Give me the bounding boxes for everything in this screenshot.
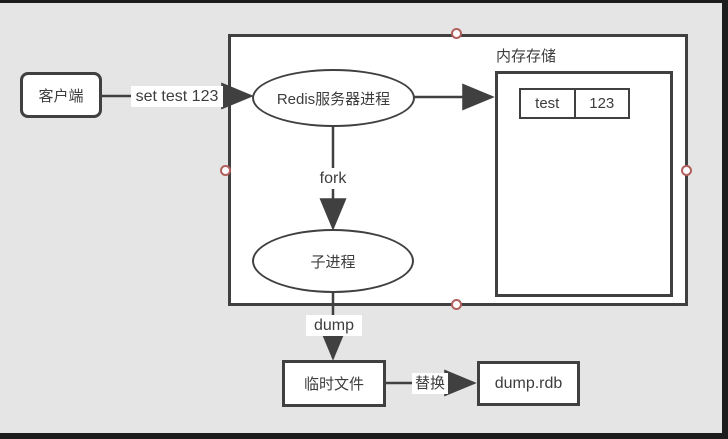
- kv-value-cell: 123: [589, 95, 615, 112]
- node-redis-process[interactable]: Redis服务器进程: [252, 69, 415, 127]
- screen-edge-top: [0, 0, 728, 3]
- screen-edge-right: [722, 0, 728, 439]
- node-client[interactable]: 客户端: [20, 72, 102, 118]
- screen-edge-bottom: [0, 433, 728, 439]
- node-rdb-file-label: dump.rdb: [494, 374, 563, 392]
- kv-key-cell: test: [521, 90, 576, 117]
- node-client-label: 客户端: [38, 87, 84, 105]
- node-rdb-file[interactable]: dump.rdb: [477, 361, 580, 406]
- kv-table[interactable]: test 123: [519, 88, 630, 119]
- edge-label-replace: 替换: [412, 373, 448, 394]
- node-temp-file[interactable]: 临时文件: [282, 360, 386, 407]
- node-child-process-label: 子进程: [310, 253, 356, 271]
- node-child-process[interactable]: 子进程: [252, 229, 414, 293]
- selection-handle-top-icon[interactable]: [451, 28, 462, 39]
- memory-store-title: 内存存储: [496, 48, 557, 65]
- edge-label-dump: dump: [306, 315, 362, 336]
- selection-handle-right-icon[interactable]: [681, 165, 692, 176]
- edge-label-fork: fork: [311, 168, 355, 189]
- node-temp-file-label: 临时文件: [303, 376, 364, 393]
- selection-handle-bottom-icon[interactable]: [451, 299, 462, 310]
- selection-handle-left-icon[interactable]: [220, 165, 231, 176]
- edge-label-set-command: set test 123: [131, 86, 223, 107]
- node-redis-process-label: Redis服务器进程: [276, 90, 391, 108]
